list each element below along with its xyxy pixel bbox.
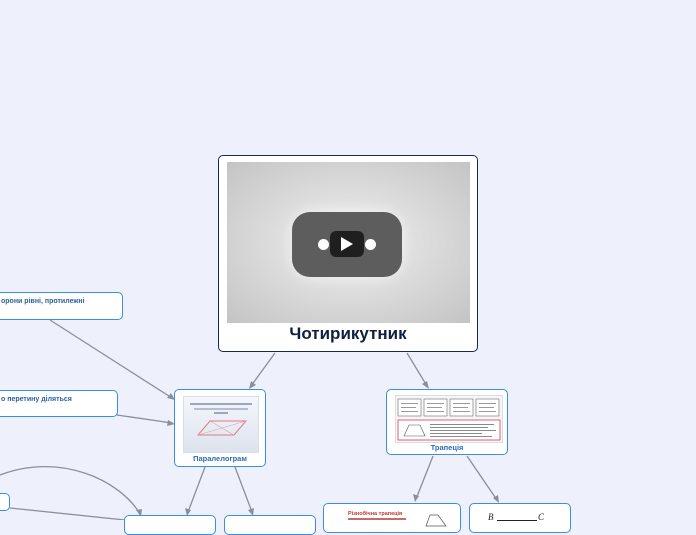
scalene-trapezoid-caption xyxy=(348,518,406,520)
property-diagonals-text: о перетину діляться xyxy=(1,396,72,403)
parallelogram-figure xyxy=(190,403,252,436)
video-thumbnail[interactable] xyxy=(227,162,470,323)
topic-trapezoid[interactable]: Трапеція xyxy=(386,389,508,455)
property-sides-node[interactable]: орони рівні, протилежні xyxy=(0,292,123,320)
parallelogram-image xyxy=(183,396,259,453)
play-icon xyxy=(341,237,353,251)
trapezoid-reference-figure xyxy=(397,398,501,441)
property-diagonals-node[interactable]: о перетину діляться xyxy=(0,390,118,417)
trapezoid-image xyxy=(395,395,503,443)
root-node[interactable]: Чотирикутник xyxy=(218,155,478,352)
video-dot-right xyxy=(365,239,376,250)
trapezoid-label: Трапеція xyxy=(430,443,464,452)
play-button[interactable] xyxy=(330,231,364,257)
parallelogram-child-2[interactable] xyxy=(224,515,316,535)
video-dot-left xyxy=(318,239,329,250)
vertex-label-b: B xyxy=(488,512,494,522)
video-player-shape xyxy=(292,212,402,277)
topic-parallelogram[interactable]: Паралелограм xyxy=(174,389,266,467)
vertex-label-c: C xyxy=(538,512,545,522)
parallelogram-child-1[interactable] xyxy=(124,515,216,535)
scalene-trapezoid-figure xyxy=(425,514,447,527)
property-node-small[interactable] xyxy=(0,493,10,511)
scalene-trapezoid-title: Різнобічна трапеція xyxy=(348,511,403,517)
property-sides-text: орони рівні, протилежні xyxy=(1,298,85,305)
scalene-trapezoid-node[interactable]: Різнобічна трапеція xyxy=(323,503,461,533)
parallelogram-label: Паралелограм xyxy=(193,454,247,463)
trapezoid-figure-node[interactable]: B C xyxy=(469,503,571,533)
root-title: Чотирикутник xyxy=(289,324,407,343)
trapezoid-top-base xyxy=(497,520,537,521)
